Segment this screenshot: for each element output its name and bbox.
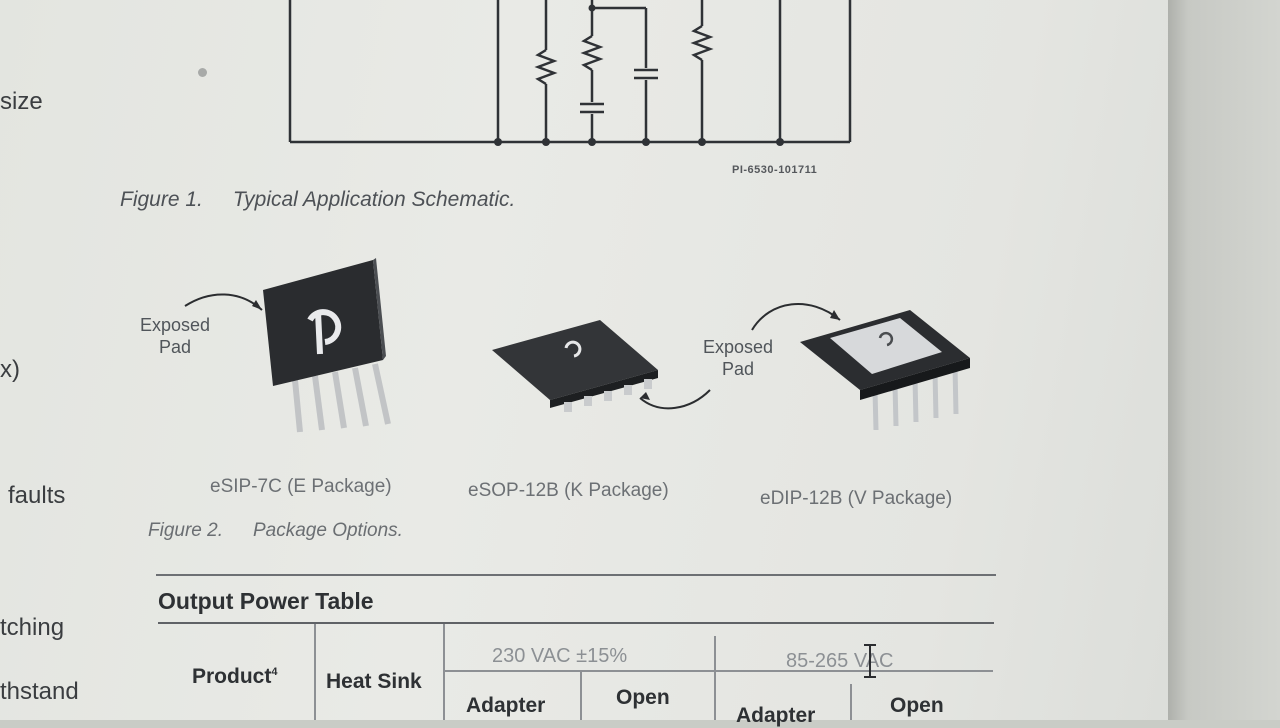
- header-open-2: Open: [890, 694, 944, 717]
- table-divider-2: [443, 624, 445, 720]
- figure-1-caption: Figure 1. Typical Application Schematic.: [120, 188, 515, 212]
- figure-1-number: Figure 1.: [120, 188, 203, 211]
- left-fragment-size: size: [0, 88, 43, 115]
- esop-package-drawing: [492, 320, 711, 412]
- table-divider-1: [314, 624, 316, 720]
- left-fragment-faults: faults: [8, 482, 66, 509]
- exposed-pad-callout-2: Exposed Pad: [702, 337, 774, 379]
- figure-2-title: Package Options.: [252, 520, 403, 541]
- table-divider-4: [580, 672, 582, 720]
- table-title: Output Power Table: [158, 588, 374, 614]
- table-subheader-rule: [445, 670, 993, 672]
- monitor-bezel: [1168, 0, 1280, 720]
- edip-package-drawing: [751, 303, 970, 431]
- header-heat-sink: Heat Sink: [326, 670, 422, 693]
- text-cursor-icon: [864, 644, 876, 678]
- package-illustrations: [184, 258, 970, 433]
- application-schematic: [288, 0, 852, 146]
- figure-1-title: Typical Application Schematic.: [232, 188, 516, 211]
- header-open-1: Open: [616, 686, 670, 709]
- package-label-edip: eDIP-12B (V Package): [760, 488, 953, 509]
- exposed-pad-callout-1: Exposed Pad: [139, 315, 211, 357]
- figure-2-number: Figure 2.: [148, 520, 223, 541]
- document-page: size x) faults tching thstand: [0, 0, 1168, 727]
- left-fragment-thstand: thstand: [0, 678, 79, 705]
- table-top-rule: [156, 574, 996, 576]
- dust-speck: [198, 68, 207, 77]
- table-divider-5: [850, 684, 852, 720]
- header-adapter-1: Adapter: [466, 694, 546, 717]
- left-fragment-x: x): [0, 356, 20, 383]
- header-adapter-2: Adapter: [736, 704, 816, 727]
- table-divider-3: [714, 636, 716, 720]
- package-label-esip: eSIP-7C (E Package): [210, 476, 392, 497]
- header-product: Product4: [192, 665, 278, 688]
- left-fragment-tching: tching: [0, 614, 65, 641]
- table-header-rule: [158, 622, 994, 624]
- esip-package-drawing: [184, 258, 391, 433]
- figure-2-caption: Figure 2. Package Options.: [148, 520, 403, 542]
- schematic-drawing-id: PI-6530-101711: [732, 164, 818, 176]
- header-230vac: 230 VAC ±15%: [492, 645, 628, 667]
- header-85-265vac: 85-265 VAC: [786, 650, 894, 672]
- package-label-esop: eSOP-12B (K Package): [468, 480, 669, 501]
